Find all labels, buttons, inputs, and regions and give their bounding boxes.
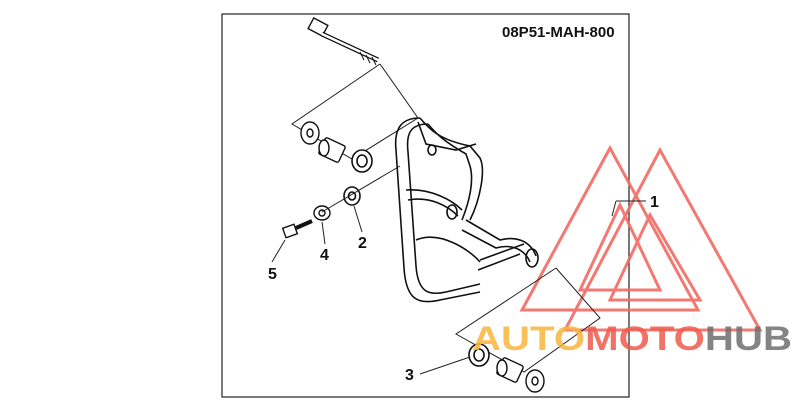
leader-line bbox=[455, 267, 601, 373]
callout-3: 3 bbox=[405, 367, 414, 384]
watermark-hub: HUB bbox=[705, 320, 792, 358]
diagram-frame bbox=[221, 13, 630, 398]
bolt-icon bbox=[281, 219, 313, 239]
grommet-icon bbox=[343, 186, 361, 206]
grommet-icon bbox=[351, 149, 373, 173]
collar-icon bbox=[496, 357, 524, 383]
leader-line bbox=[291, 63, 419, 160]
watermark-moto: MOTO bbox=[585, 320, 705, 358]
collar-icon bbox=[318, 137, 346, 163]
washer-icon bbox=[313, 205, 331, 221]
callout-5: 5 bbox=[268, 266, 277, 283]
part-code: 08P51-MAH-800 bbox=[502, 24, 615, 41]
logo-triangle-icon bbox=[519, 144, 763, 332]
washer-icon bbox=[300, 121, 320, 145]
washer-icon bbox=[525, 369, 545, 393]
callout-1: 1 bbox=[650, 194, 659, 211]
callout-4: 4 bbox=[320, 247, 329, 264]
guard-frame-icon bbox=[394, 117, 539, 303]
bolt-icon bbox=[307, 16, 380, 66]
watermark-auto: AUTO bbox=[472, 320, 585, 358]
grommet-icon bbox=[468, 343, 490, 367]
callout-2: 2 bbox=[358, 235, 367, 252]
